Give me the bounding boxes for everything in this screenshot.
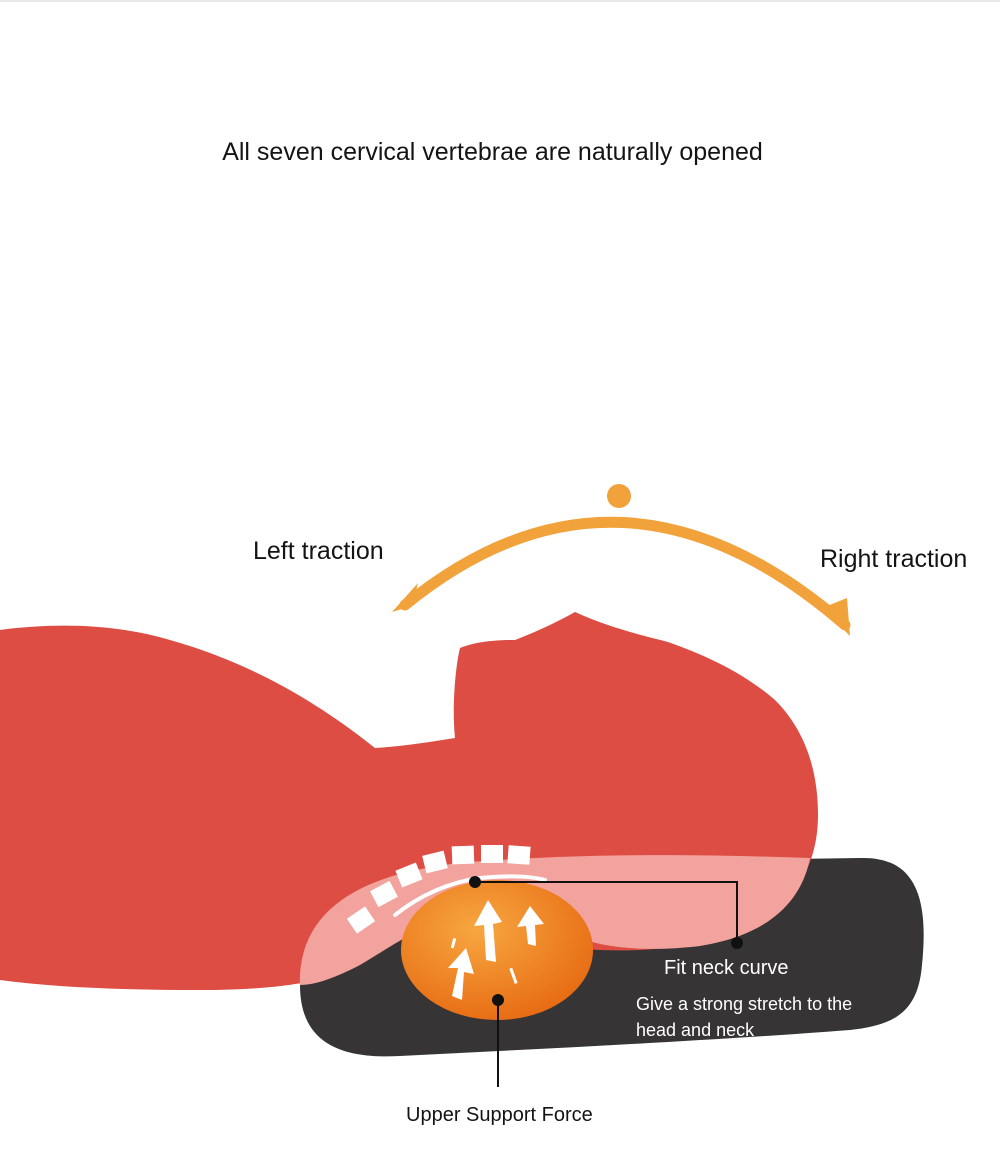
right-traction-label: Right traction — [820, 545, 968, 573]
arc-arrowhead-left — [392, 583, 418, 612]
spine-highlight — [393, 874, 547, 917]
top-divider — [0, 0, 1000, 2]
callout-fit-neck — [469, 876, 743, 949]
fit-neck-curve-label: Fit neck curve — [664, 957, 789, 979]
vertebra-3 — [507, 845, 531, 865]
support-arrows-icon — [448, 900, 544, 1000]
vertebra-5 — [395, 862, 423, 888]
upper-support-force-label: Upper Support Force — [406, 1104, 593, 1126]
vertebra-7 — [346, 906, 376, 934]
callout-support — [492, 994, 504, 1087]
stretch-description: Give a strong stretch to the head and ne… — [636, 994, 853, 1040]
vertebrae — [346, 845, 531, 934]
vertebra-4 — [422, 850, 448, 874]
traction-arc-arrow — [392, 484, 851, 636]
arc-center-dot — [607, 484, 631, 508]
headline: All seven cervical vertebrae are natural… — [222, 138, 763, 166]
left-traction-label: Left traction — [253, 537, 384, 565]
vertebra-1 — [451, 845, 475, 865]
arc-arrowhead-right — [822, 598, 850, 636]
support-ball — [401, 880, 593, 1020]
vertebra-2 — [481, 845, 503, 863]
vertebra-6 — [370, 880, 398, 908]
